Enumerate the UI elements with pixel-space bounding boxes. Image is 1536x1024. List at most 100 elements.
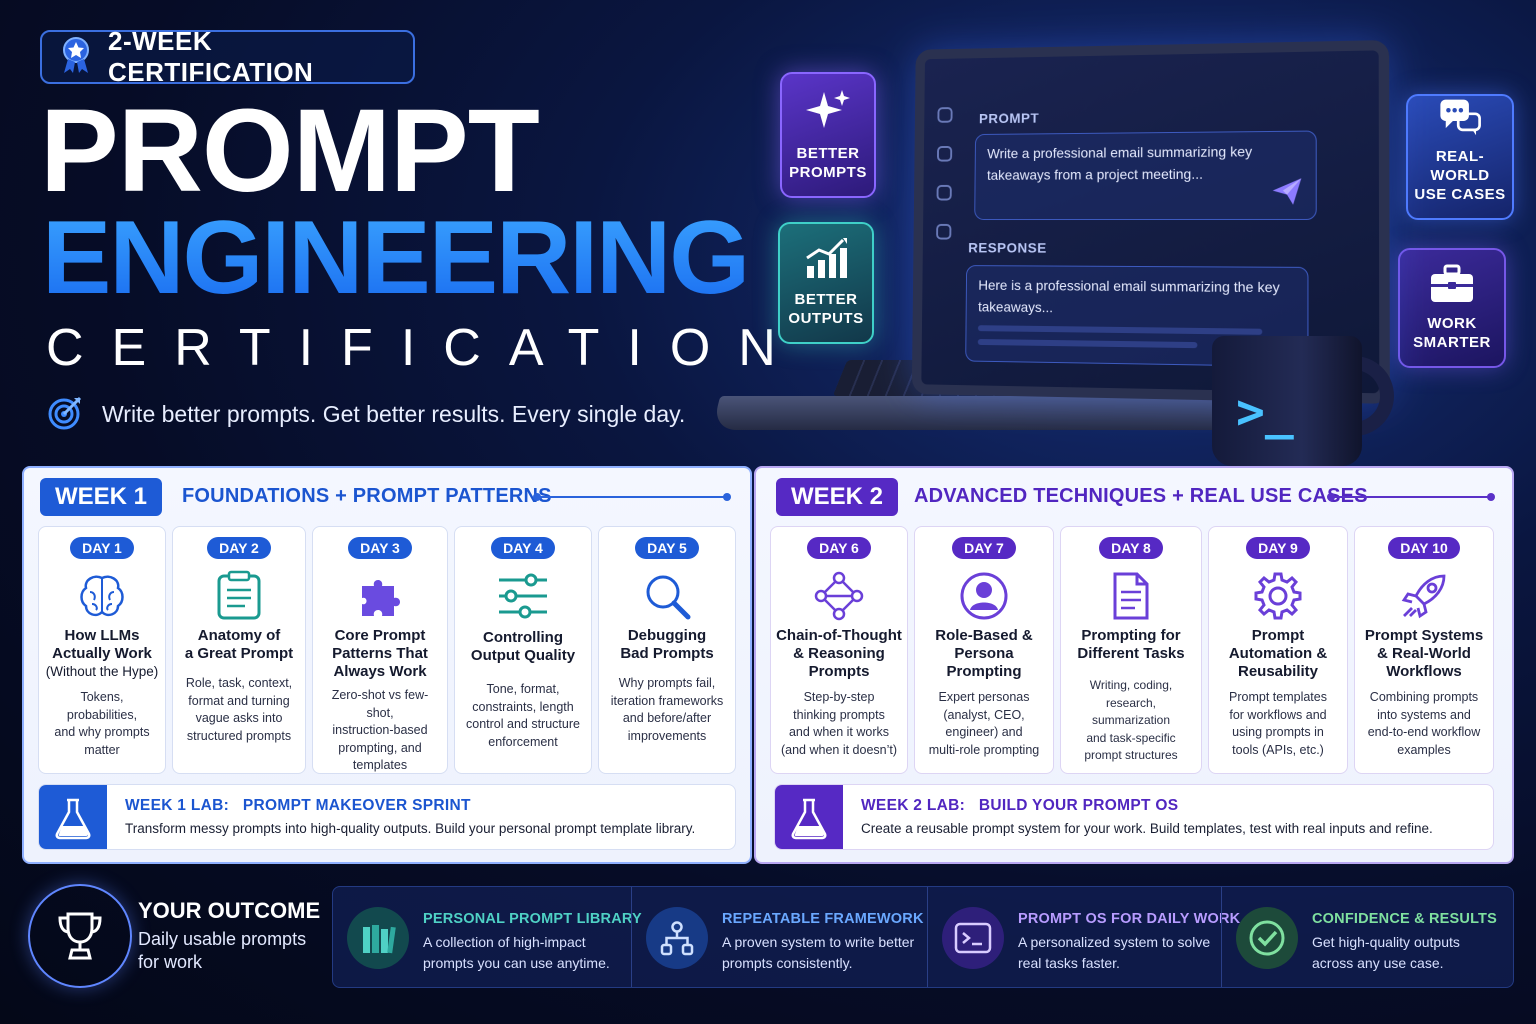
prompt-label: PROMPT [978,109,1040,127]
growth-chart-icon [806,238,847,278]
day-pill: DAY 5 [635,537,699,559]
response-line [977,338,1198,349]
day-card-10: DAY 10 Prompt Systems & Real-World Workf… [1354,526,1494,774]
day-pill: DAY 6 [807,537,871,559]
week1-title: FOUNDATIONS + PROMPT PATTERNS [182,485,552,507]
sidebar-home-icon [937,107,953,123]
sidebar-user-icon [936,184,952,201]
outcome-item-desc: A proven system to write better prompts … [722,934,915,971]
day-title: Prompting for Different Tasks [1077,627,1185,662]
day-desc: Combining prompts into systems and end-t… [1367,690,1481,757]
day-title: Prompt Systems & Real-World Workflows [1364,627,1484,680]
day-card-2: DAY 2 Anatomy of a Great Prompt Role, ta… [172,526,306,774]
title-engineering: ENGINEERING [42,200,750,316]
persona-icon [960,572,1008,620]
day-pill: DAY 10 [1388,537,1460,559]
terminal-prompt-glyph: >_ [1236,384,1294,440]
outcome-strip: PERSONAL PROMPT LIBRARY A collection of … [332,886,1514,988]
trophy-icon [58,912,102,960]
day-desc: Prompt templates for workflows and using… [1229,690,1327,757]
prompt-box[interactable]: Write a professional email summarizing k… [974,130,1317,221]
real-world-card: REAL-WORLD USE CASES [1406,94,1514,220]
day-pill: DAY 4 [491,537,555,559]
day-pill: DAY 1 [70,537,134,559]
send-icon[interactable] [1271,176,1304,207]
outcome-title: YOUR OUTCOME [138,898,321,923]
day-card-5: DAY 5 Debugging Bad Prompts Why prompts … [598,526,736,774]
response-label: RESPONSE [968,239,1047,256]
coffee-mug [1212,336,1362,466]
day-pill: DAY 2 [207,537,271,559]
title-prompt: PROMPT [40,85,540,217]
outcome-trophy [28,884,132,988]
day-card-1: DAY 1 How LLMs Actually Work (Without th… [38,526,166,774]
rocket-icon [1401,574,1446,619]
week1-label: WEEK 1 [40,478,162,516]
magnifier-icon [646,575,691,620]
response-line [977,325,1263,335]
check-circle-icon [1236,907,1298,969]
day-title: Debugging Bad Prompts [620,627,714,662]
day-pill: DAY 7 [952,537,1016,559]
lab-title: WEEK 1 LAB: PROMPT MAKEOVER SPRINT [125,797,471,814]
week2-title: ADVANCED TECHNIQUES + REAL USE CASES [914,485,1368,507]
day-subtitle: (Without the Hype) [45,664,159,679]
badge-label: 2-WEEK CERTIFICATION [108,26,314,87]
day-card-7: DAY 7 Role-Based & Persona Prompting Exp… [914,526,1054,774]
laptop-sidebar [936,107,960,240]
week2-lab: WEEK 2 LAB: BUILD YOUR PROMPT OS Create … [774,784,1494,850]
tagline: Write better prompts. Get better results… [46,392,685,437]
tagline-text: Write better prompts. Get better results… [102,401,686,427]
sidebar-bell-icon [936,145,953,162]
week1-divider [533,493,731,501]
outcome-item: PERSONAL PROMPT LIBRARY A collection of … [333,887,642,987]
day-desc: Why prompts fail, iteration frameworks a… [610,676,724,743]
certification-badge: 2-WEEK CERTIFICATION [40,26,415,87]
day-desc: Role, task, context, format and turning … [185,676,293,743]
prompt-text: Write a professional email summarizing k… [986,143,1253,183]
real-world-label: REAL-WORLD USE CASES [1414,148,1506,203]
day-desc: Zero-shot vs few-shot, instruction-based… [331,688,429,772]
day-pill: DAY 3 [348,537,412,559]
better-outputs-card: BETTER OUTPUTS [778,222,874,344]
day-desc: Writing, coding, research, summarization… [1084,678,1178,762]
lab-title: WEEK 2 LAB: BUILD YOUR PROMPT OS [861,797,1179,814]
laptop-screen: PROMPT Write a professional email summar… [911,39,1390,404]
day-pill: DAY 9 [1246,537,1310,559]
outcome-item-title: CONFIDENCE & RESULTS [1312,911,1497,927]
terminal-icon [942,907,1004,969]
day-desc: Step-by-step thinking prompts and when i… [780,690,898,757]
day-card-6: DAY 6 Chain-of-Thought & Reasoning Promp… [770,526,908,774]
sidebar-settings-icon [936,223,952,240]
day-title: Prompt Automation & Reusability [1228,627,1328,680]
outcome-item-title: PERSONAL PROMPT LIBRARY [423,911,642,927]
brain-icon [80,575,124,617]
week1-lab: WEEK 1 LAB: PROMPT MAKEOVER SPRINT Trans… [38,784,736,850]
week2-divider [1327,493,1495,501]
day-title: Controlling Output Quality [470,629,576,664]
network-icon [814,571,864,621]
gear-icon [1254,572,1302,620]
target-icon [46,392,86,437]
outcome-subtitle: Daily usable prompts for work [138,929,307,972]
books-icon [347,907,409,969]
day-title: Anatomy of a Great Prompt [184,627,294,662]
outcome-item-title: REPEATABLE FRAMEWORK [722,911,924,927]
outcome-item-desc: Get high-quality outputs across any use … [1312,934,1460,971]
briefcase-icon [1431,264,1473,302]
title-certification: CERTIFICATION [46,319,804,377]
puzzle-icon [362,580,400,616]
day-title: Role-Based & Persona Prompting [935,627,1033,680]
better-prompts-label: BETTER PROMPTS [789,145,867,181]
lab-flask-icon [775,785,843,849]
document-icon [217,570,261,620]
better-prompts-card: BETTER PROMPTS [780,72,876,198]
outcome-item-desc: A personalized system to solve real task… [1018,934,1211,971]
sparkles-icon [806,90,850,128]
lab-flask-icon [39,785,107,849]
outcome-item-title: PROMPT OS FOR DAILY WORK [1018,911,1241,927]
lab-desc: Transform messy prompts into high-qualit… [125,821,696,836]
outcome-item: CONFIDENCE & RESULTS Get high-quality ou… [1221,887,1513,987]
day-card-8: DAY 8 Prompting for Different Tasks Writ… [1060,526,1202,774]
chat-bubbles-icon [1440,99,1481,136]
